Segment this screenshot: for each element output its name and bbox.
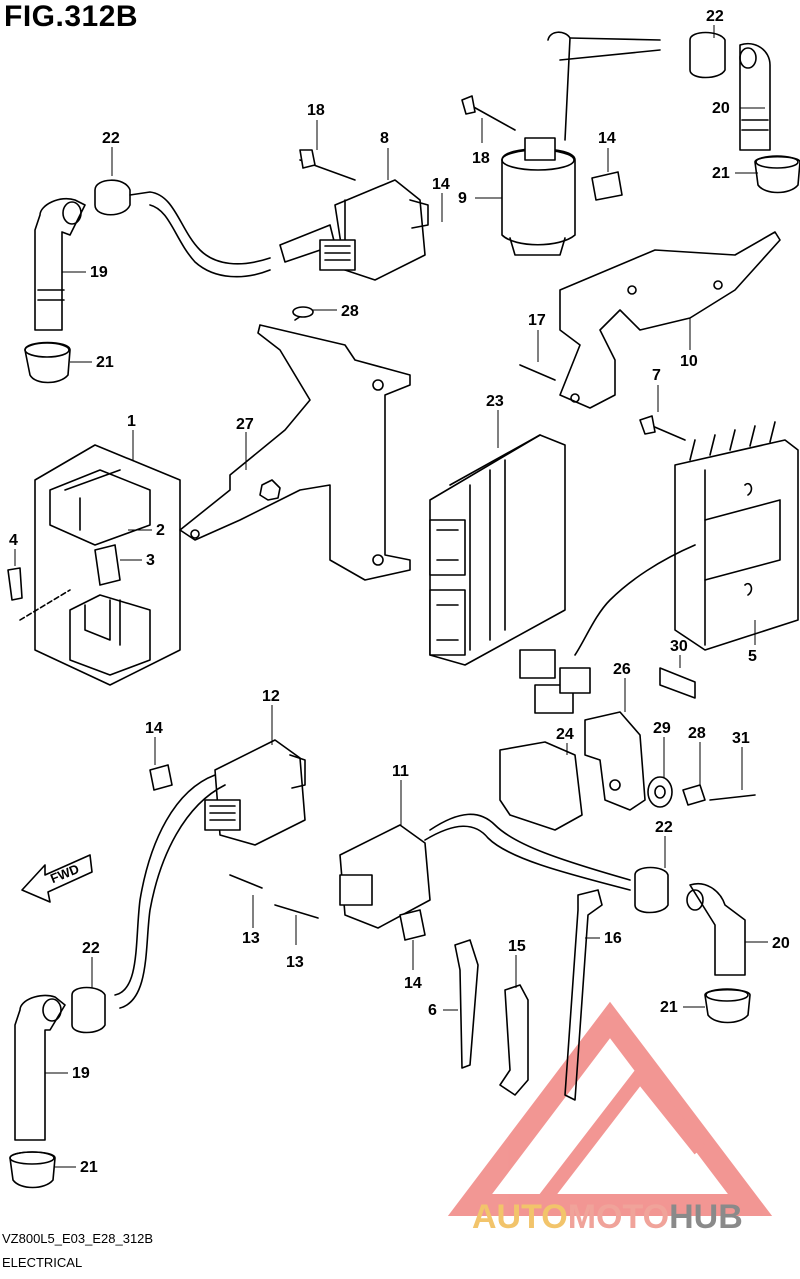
- plug-cap-left-top: [24, 179, 271, 384]
- callout-21c: 21: [660, 999, 678, 1016]
- ecm-23: [429, 434, 566, 666]
- callout-14d: 14: [404, 975, 422, 992]
- callout-13: 13: [242, 930, 260, 947]
- callout-10: 10: [680, 353, 698, 370]
- watermark-hub: HUB: [669, 1198, 743, 1236]
- callout-20: 20: [712, 100, 730, 117]
- callout-21b: 21: [96, 354, 114, 371]
- callout-8: 8: [380, 130, 389, 147]
- callout-22c: 22: [655, 819, 673, 836]
- watermark-text: AUTOMOTOHUB: [472, 1198, 743, 1236]
- figure-title: FIG.312B: [4, 0, 139, 33]
- ignition-coil-8: [279, 149, 429, 281]
- small-parts-right: [499, 415, 756, 831]
- watermark-auto: AUTO: [472, 1198, 568, 1236]
- plug-cap-right-top: [591, 31, 800, 201]
- callout-26: 27: [236, 416, 254, 433]
- callout-7: 7: [652, 367, 661, 384]
- callout-22: 22: [706, 8, 724, 25]
- callout-3: 3: [146, 552, 155, 569]
- callout-18b: 18: [307, 102, 325, 119]
- callout-31: 31: [732, 730, 750, 747]
- callout-29: 29: [653, 720, 671, 737]
- ignition-coil-12: [114, 739, 319, 1009]
- figure-code: VZ800L5_E03_E28_312B: [2, 1231, 154, 1246]
- callout-14: 14: [598, 130, 616, 147]
- ignition-coil-11: [339, 813, 631, 941]
- callout-21: 21: [712, 165, 730, 182]
- clamps: [454, 889, 603, 1101]
- callout-25: 26: [613, 661, 631, 678]
- callout-6: 6: [428, 1002, 437, 1019]
- callout-5: 5: [748, 648, 757, 665]
- callout-18: 18: [472, 150, 490, 167]
- callout-2: 2: [156, 522, 165, 539]
- fwd-arrow: FWD: [21, 854, 93, 903]
- callout-27: 28: [341, 303, 359, 320]
- callout-4: 4: [9, 532, 18, 549]
- callout-17: 17: [528, 312, 546, 329]
- callouts: 22 20 21 14 9 18 8 18 14 22 19 21 28 17 …: [9, 8, 790, 1176]
- ignition-coil-9: [461, 31, 661, 256]
- callout-11: 11: [392, 763, 409, 780]
- watermark-moto: MOTO: [568, 1198, 669, 1236]
- callout-19b: 19: [72, 1065, 90, 1082]
- plug-cap-right-bottom: [634, 866, 751, 1024]
- bracket-26: [179, 306, 411, 581]
- callout-28: 28: [688, 725, 706, 742]
- callout-14c: 14: [145, 720, 163, 737]
- callout-23: 23: [486, 393, 504, 410]
- callout-14b: 14: [432, 176, 450, 193]
- callout-13b: 13: [286, 954, 304, 971]
- figure-name: ELECTRICAL: [2, 1255, 83, 1270]
- callout-12: 12: [262, 688, 280, 705]
- watermark-logo: [447, 1001, 773, 1216]
- plug-cap-left-bottom: [9, 986, 106, 1189]
- callout-19: 19: [90, 264, 108, 281]
- callout-22b: 22: [102, 130, 120, 147]
- callout-30: 30: [670, 638, 688, 655]
- callout-24: 24: [556, 726, 574, 743]
- callout-15: 15: [508, 938, 526, 955]
- regulator-5: [519, 421, 799, 714]
- callout-22d: 22: [82, 940, 100, 957]
- callout-1: 1: [127, 413, 136, 430]
- callout-21d: 21: [80, 1159, 98, 1176]
- relay-box-1: [7, 444, 181, 686]
- callout-20b: 20: [772, 935, 790, 952]
- callout-9: 9: [458, 190, 467, 207]
- callout-16: 16: [604, 930, 622, 947]
- bracket-10: [519, 231, 781, 409]
